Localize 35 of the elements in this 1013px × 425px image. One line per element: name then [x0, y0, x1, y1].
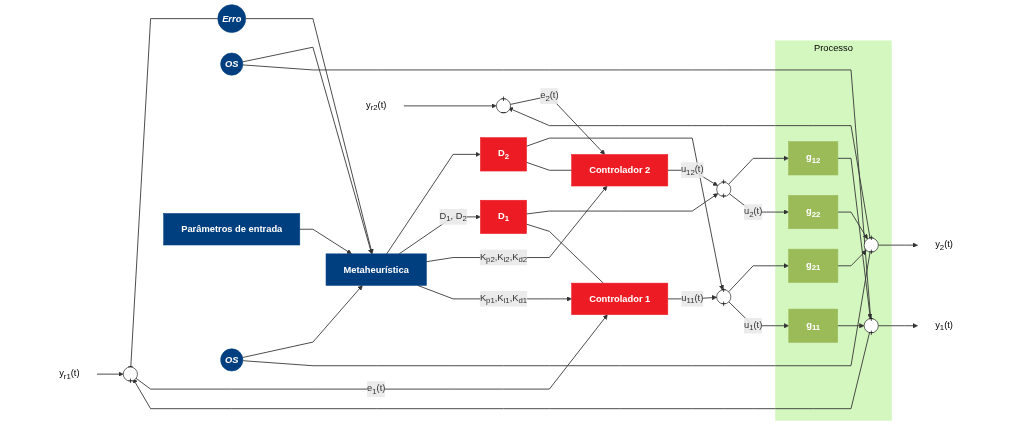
connector [526, 161, 573, 171]
edge-label: e$_{1}$(t) [367, 382, 386, 396]
node-circle: + + [864, 237, 880, 253]
edge-label: K$_{p1}$,K$_{i1}$,K$_{d1}$ [480, 292, 528, 306]
node-box: Controlador 2 [571, 154, 669, 187]
node-circle: + + [716, 289, 732, 305]
node-circle: − + [123, 366, 139, 382]
node-box: D$_{2}$ [480, 137, 528, 172]
node-circle: + − [496, 98, 512, 114]
node-circle: + [716, 182, 732, 197]
node-circle: OS [220, 52, 244, 76]
edge-label: e$_{2}$(t) [540, 89, 559, 103]
node-text: y$_{r2}$(t) [366, 99, 387, 113]
edge-label: D$_{1}$, D$_{2}$ [439, 210, 468, 224]
edge-label: K$_{p2}$,K$_{i2}$,K$_{d2}$ [480, 251, 528, 264]
node-circle: OS [220, 348, 244, 372]
node-box: Metaheurística [326, 253, 428, 286]
node-box: Controlador 1 [571, 282, 669, 315]
node-box: g$_{22}$ [788, 195, 839, 230]
edge-label: u$_{11}$(t) [681, 292, 704, 306]
node-box: g$_{21}$ [788, 248, 839, 283]
node-box: g$_{11}$ [788, 308, 839, 343]
node-box: Parâmetros de entrada [163, 213, 301, 246]
node-text: y$_{2}$(t) [935, 238, 954, 252]
node-text: y$_{1}$(t) [935, 319, 954, 332]
connector [130, 18, 219, 368]
node-circle: Erro [217, 4, 247, 33]
edge-label: u$_{2}$(t) [744, 205, 763, 219]
node-text: y$_{r1}$(t) [59, 367, 80, 381]
node-circle: + + [864, 318, 880, 334]
edge-label: u$_{1}$(t) [744, 319, 763, 332]
edge-label: u$_{12}$(t) [681, 164, 704, 177]
node-box: D$_{1}$ [480, 199, 528, 234]
connector [526, 223, 605, 284]
node-box: g$_{12}$ [788, 141, 839, 176]
